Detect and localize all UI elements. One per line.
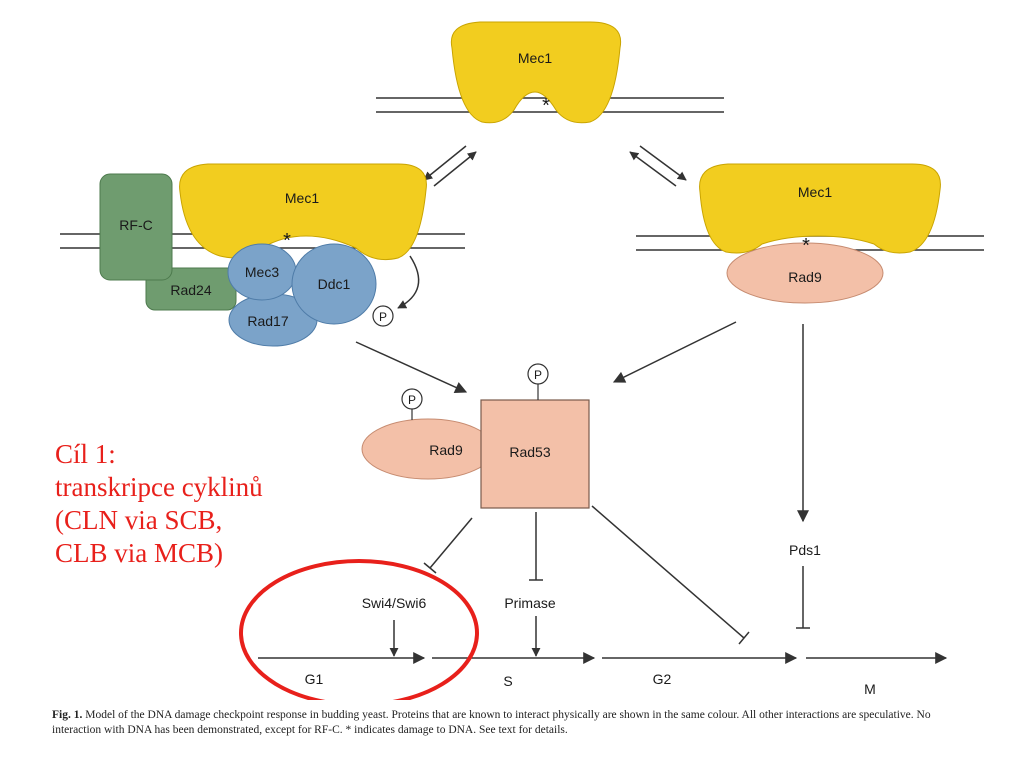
damage-marker-right: *: [802, 235, 810, 257]
rad9-center-label: Rad9: [429, 442, 463, 458]
equilibrium-arrow-left: [423, 145, 477, 187]
annotation-text: Cíl 1: transkripce cyklinů (CLN via SCB,…: [55, 438, 375, 570]
mec1-left-label: Mec1: [285, 190, 319, 206]
inhibit-g2-m: [591, 505, 750, 645]
annotation-line: Cíl 1:: [55, 439, 116, 469]
rad9-right-shape: [726, 242, 884, 304]
phospho-rad53-label: P: [534, 368, 542, 382]
phospho-rad9-label: P: [408, 393, 416, 407]
inhibit-swi4-swi6: [423, 517, 473, 574]
mec1-right-label: Mec1: [798, 184, 832, 200]
mec1-right-shape: [699, 163, 941, 254]
phospho-rad53: [527, 363, 549, 385]
autophospho-arrow: [397, 255, 420, 309]
rad17-label: Rad17: [247, 313, 288, 329]
mec1-top-shape: [450, 21, 622, 124]
mec1-left-shape: [179, 163, 427, 261]
phospho-ddc1: [372, 305, 394, 327]
damage-marker-left: *: [283, 230, 291, 252]
inhibit-primase: [529, 512, 543, 581]
annotation-line: transkripce cyklinů: [55, 472, 263, 502]
rad9-center-shape: [361, 418, 495, 480]
rfc-label: RF-C: [119, 217, 152, 233]
equilibrium-arrow-right: [629, 145, 687, 187]
phase-s: S: [503, 673, 512, 689]
arrow-right-complex-to-rad53: [612, 321, 737, 383]
phospho-rad9: [401, 388, 423, 410]
figure-caption: Fig. 1. Model of the DNA damage checkpoi…: [52, 708, 972, 738]
swi4-swi6-label: Swi4/Swi6: [362, 595, 427, 611]
rad53-label: Rad53: [509, 444, 550, 460]
phase-m: M: [864, 681, 876, 697]
phase-g2: G2: [653, 671, 672, 687]
damage-marker-top: *: [542, 95, 550, 117]
rfc-shape: [99, 173, 173, 281]
mec1-top-label: Mec1: [518, 50, 552, 66]
rad24-label: Rad24: [170, 282, 211, 298]
annotation-line: CLB via MCB): [55, 538, 224, 568]
ddc1-label: Ddc1: [318, 276, 351, 292]
primase-label: Primase: [504, 595, 556, 611]
ddc1-shape: [291, 243, 377, 325]
checkpoint-diagram: Mec1 * Rad24 RF-C Mec1 * Rad17 Mec3 Ddc1…: [60, 21, 984, 700]
rad53-shape: [480, 399, 590, 509]
arrow-left-complex-to-rad53: [355, 341, 468, 393]
inhibit-pds1-to-m: [796, 566, 810, 629]
phospho-ddc1-label: P: [379, 310, 387, 324]
annotation-line: (CLN via SCB,: [55, 505, 223, 535]
pds1-label: Pds1: [789, 542, 821, 558]
figure-label: Fig. 1.: [52, 709, 83, 721]
highlight-ellipse: [239, 559, 479, 700]
phase-g1: G1: [305, 671, 324, 687]
rad9-right-label: Rad9: [788, 269, 822, 285]
mec3-label: Mec3: [245, 264, 279, 280]
caption-text: Model of the DNA damage checkpoint respo…: [52, 709, 931, 736]
